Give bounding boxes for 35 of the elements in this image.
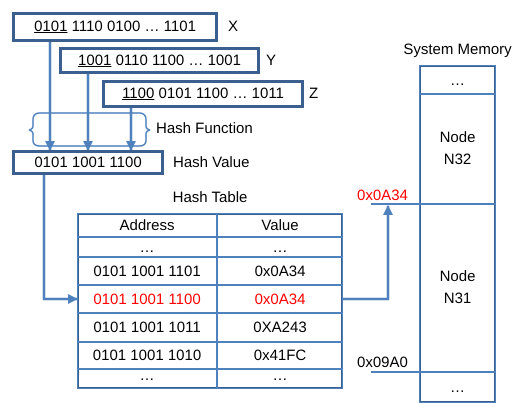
address-label: 0x0A34 <box>357 184 415 206</box>
memory-block: Node N31 <box>419 204 496 372</box>
table-title: Hash Table <box>172 189 248 207</box>
table-cell: 0101 1001 1100 <box>77 285 217 313</box>
table-cell: Address <box>77 213 217 237</box>
table-cell: … <box>77 237 217 257</box>
arrow <box>343 205 393 300</box>
table-cell: 0x0A34 <box>217 257 343 285</box>
table-cell: 0x41FC <box>217 342 343 369</box>
table-cell: Value <box>217 213 343 237</box>
table-cell: … <box>77 369 217 389</box>
table-cell: 0x0A34 <box>217 285 343 313</box>
address-label: 0x09A0 <box>357 354 408 372</box>
table-cell: 0101 1001 1011 <box>77 313 217 342</box>
table-cell: 0101 1001 1101 <box>77 257 217 285</box>
arrow <box>42 175 78 304</box>
table-cell: 0101 1001 1010 <box>77 342 217 369</box>
memory-block: … <box>419 65 496 94</box>
bit-string-box: 1100 0101 1100 … 1011 <box>102 80 304 108</box>
side-label: X <box>228 18 238 36</box>
bracket-label: Hash Function <box>156 120 253 138</box>
bit-string-box: 0101 1110 0100 … 1101 <box>12 12 218 42</box>
side-label: Z <box>309 85 318 103</box>
table-cell: … <box>217 237 343 257</box>
table-cell: 0XA243 <box>217 313 343 342</box>
hash-value-box: 0101 1001 1100 <box>12 150 164 175</box>
table-title: System Memory <box>402 41 513 59</box>
bit-string-box: 1001 0110 1100 … 1001 <box>59 47 260 74</box>
side-label: Hash Value <box>173 154 250 172</box>
arrow <box>83 74 93 151</box>
memory-block: … <box>419 372 496 403</box>
arrow <box>45 42 55 151</box>
table-cell: … <box>217 369 343 389</box>
memory-block: Node N32 <box>419 94 496 204</box>
side-label: Y <box>266 52 276 70</box>
